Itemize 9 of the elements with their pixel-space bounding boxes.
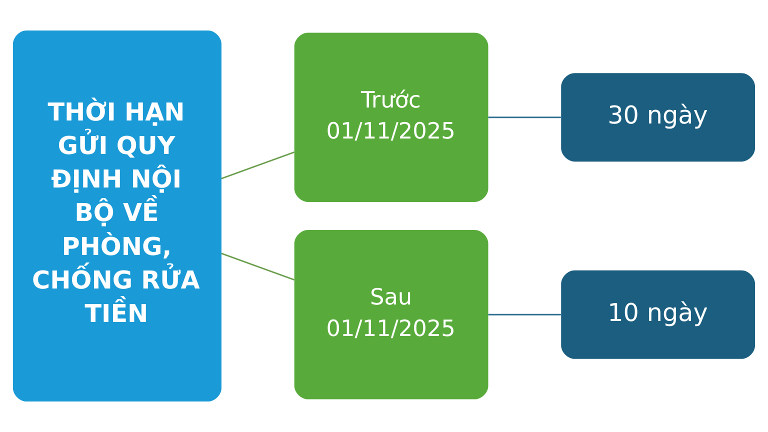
node-box: 30 ngày [561, 73, 756, 162]
node-box: Sau 01/11/2025 [294, 230, 488, 400]
connector [221, 151, 294, 180]
connector [221, 252, 294, 281]
connector [488, 116, 561, 118]
node-box: THỜI HẠN GỬI QUY ĐỊNH NỘI BỘ VỀ PHÒNG, CHỐNG RỬA TIỀN [12, 30, 222, 402]
node-box: 10 ngày [561, 270, 756, 359]
connector [488, 314, 561, 316]
node-box: Trước 01/11/2025 [294, 32, 488, 202]
